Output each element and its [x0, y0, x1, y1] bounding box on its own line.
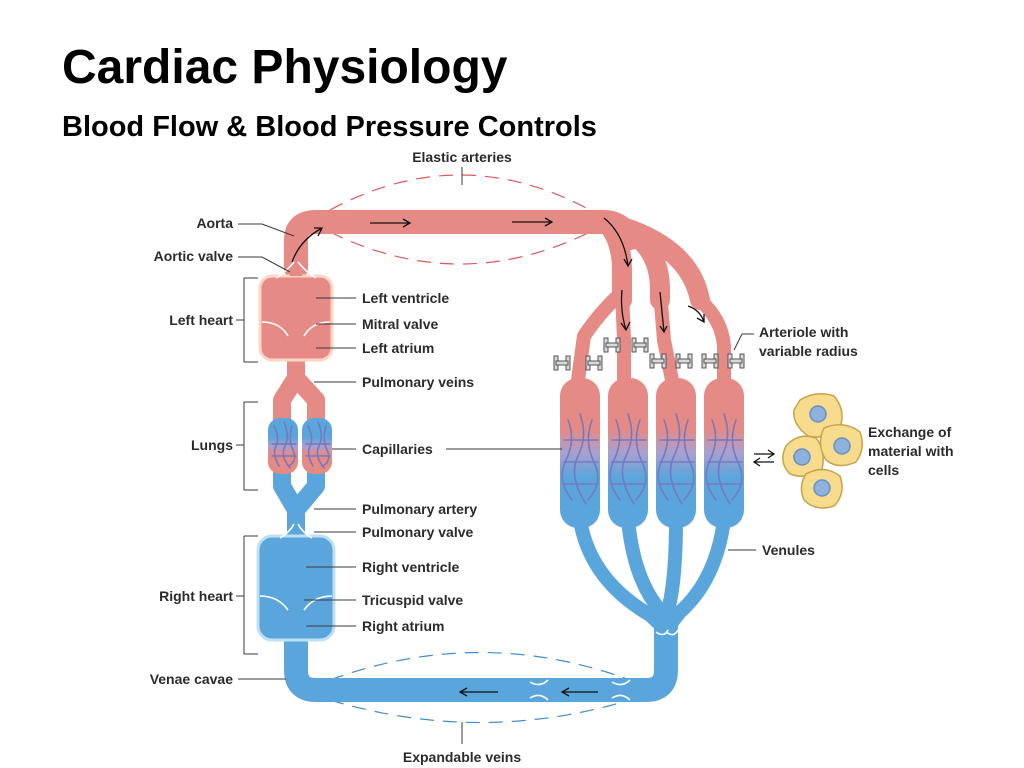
- label-arteriole-line1: Arteriole with: [759, 324, 848, 340]
- label-left-ventricle: Left ventricle: [362, 290, 449, 306]
- cell-icon: [800, 468, 843, 509]
- venules-vessels: [573, 513, 731, 637]
- tissue-cells: [782, 393, 863, 509]
- label-lungs: Lungs: [191, 437, 233, 453]
- venae-cavae-vessel: [284, 614, 679, 702]
- leader-lines: [236, 167, 756, 744]
- label-right-ventricle: Right ventricle: [362, 559, 459, 575]
- flow-arrows: [291, 217, 705, 697]
- systemic-capillary-beds: [560, 378, 744, 528]
- right-heart[interactable]: [256, 523, 336, 642]
- label-capillaries: Capillaries: [362, 441, 433, 457]
- label-tricuspid-valve: Tricuspid valve: [362, 592, 463, 608]
- label-left-heart: Left heart: [169, 312, 233, 328]
- label-elastic-arteries: Elastic arteries: [412, 149, 512, 165]
- lung-capillary-bed: [268, 418, 332, 474]
- label-arteriole-line2: variable radius: [759, 343, 858, 359]
- cell-icon: [782, 435, 824, 477]
- label-venules: Venules: [762, 542, 815, 558]
- label-exchange-line2: material with: [868, 443, 954, 459]
- label-pulmonary-veins: Pulmonary veins: [362, 374, 474, 390]
- pulmonary-veins-vessel: [273, 341, 325, 435]
- elastic-arteries-outline: [329, 174, 591, 265]
- label-aorta: Aorta: [196, 215, 233, 231]
- label-aortic-valve: Aortic valve: [154, 248, 234, 264]
- label-expandable-veins: Expandable veins: [403, 749, 521, 765]
- label-right-atrium: Right atrium: [362, 618, 444, 634]
- slide-subtitle: Blood Flow & Blood Pressure Controls: [62, 111, 597, 143]
- label-pulmonary-valve: Pulmonary valve: [362, 524, 473, 540]
- clamp-icon: [701, 353, 745, 369]
- left-heart[interactable]: [258, 261, 334, 362]
- label-left-atrium: Left atrium: [362, 340, 434, 356]
- label-mitral-valve: Mitral valve: [362, 316, 438, 332]
- label-exchange-line3: cells: [868, 462, 899, 478]
- slide-title: Cardiac Physiology: [62, 41, 508, 94]
- label-pulmonary-artery: Pulmonary artery: [362, 501, 477, 517]
- cell-icon: [819, 424, 863, 467]
- label-exchange-line1: Exchange of: [868, 424, 952, 440]
- expandable-veins-outline: [329, 651, 631, 724]
- clamp-icon: [649, 353, 693, 369]
- clamp-icon: [603, 337, 649, 353]
- label-venae-cavae: Venae cavae: [150, 671, 234, 687]
- clamp-icon: [553, 355, 603, 371]
- exchange-arrows: [752, 449, 776, 467]
- arteriole-clamp-icons: [553, 337, 745, 371]
- label-right-heart: Right heart: [159, 588, 233, 604]
